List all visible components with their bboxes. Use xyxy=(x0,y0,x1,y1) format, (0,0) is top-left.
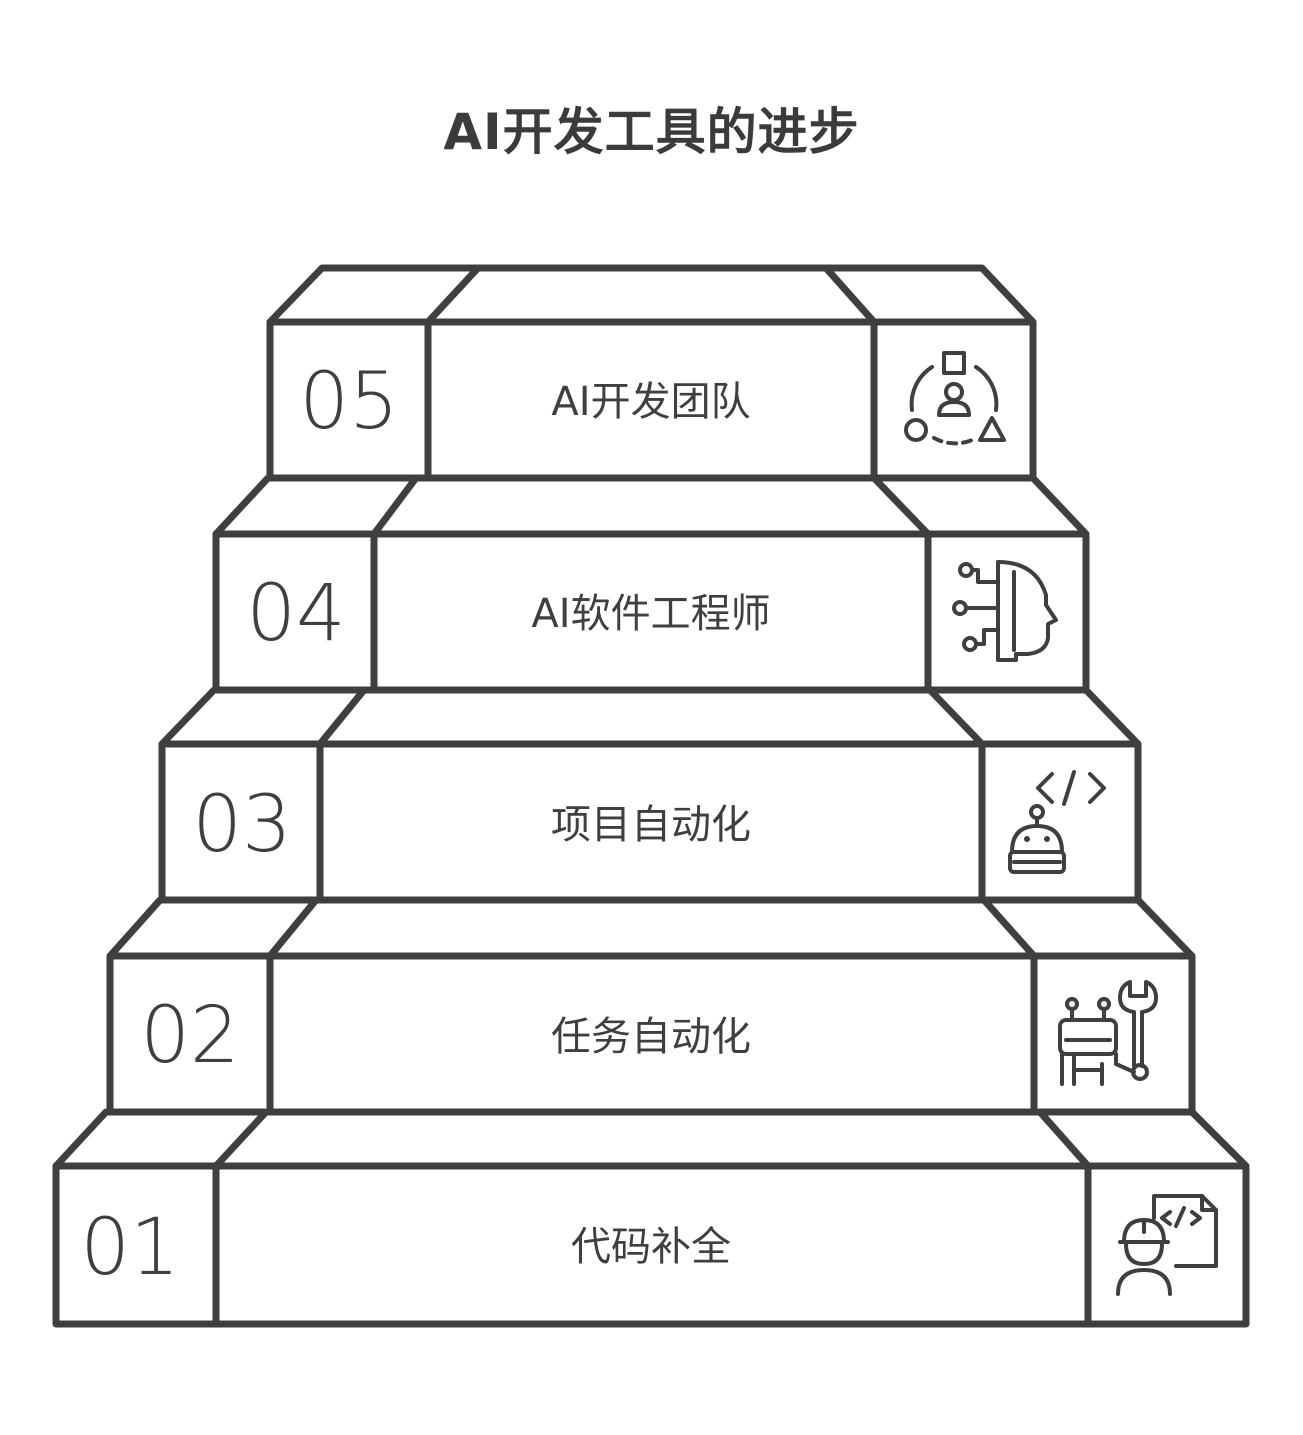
step-number: 05 xyxy=(299,357,398,447)
step-3: 03 项目自动化 xyxy=(158,686,1142,904)
step-number: 03 xyxy=(192,780,291,870)
step-label: 任务自动化 xyxy=(551,1014,751,1060)
step-5: 05 AI开发团队 xyxy=(266,264,1037,482)
step-2: 02 任务自动化 xyxy=(106,896,1196,1116)
step-4: 04 AI软件工程师 xyxy=(212,474,1090,694)
step-1: 01 代码补全 xyxy=(52,1108,1250,1328)
step-number: 02 xyxy=(140,991,239,1081)
ai-head-circuit-icon xyxy=(952,560,1058,662)
step-label: 代码补全 xyxy=(571,1224,731,1270)
diagram-title: AI开发工具的进步 xyxy=(443,103,860,161)
step-label: AI开发团队 xyxy=(551,379,750,425)
step-label: AI软件工程师 xyxy=(531,591,770,637)
step-label: 项目自动化 xyxy=(551,802,751,848)
robot-code-icon xyxy=(1008,770,1106,874)
step-number: 04 xyxy=(246,569,345,659)
engineer-code-icon xyxy=(1116,1194,1218,1296)
team-network-icon xyxy=(904,351,1006,446)
robot-wrench-icon xyxy=(1058,980,1158,1086)
step-number: 01 xyxy=(80,1203,179,1293)
